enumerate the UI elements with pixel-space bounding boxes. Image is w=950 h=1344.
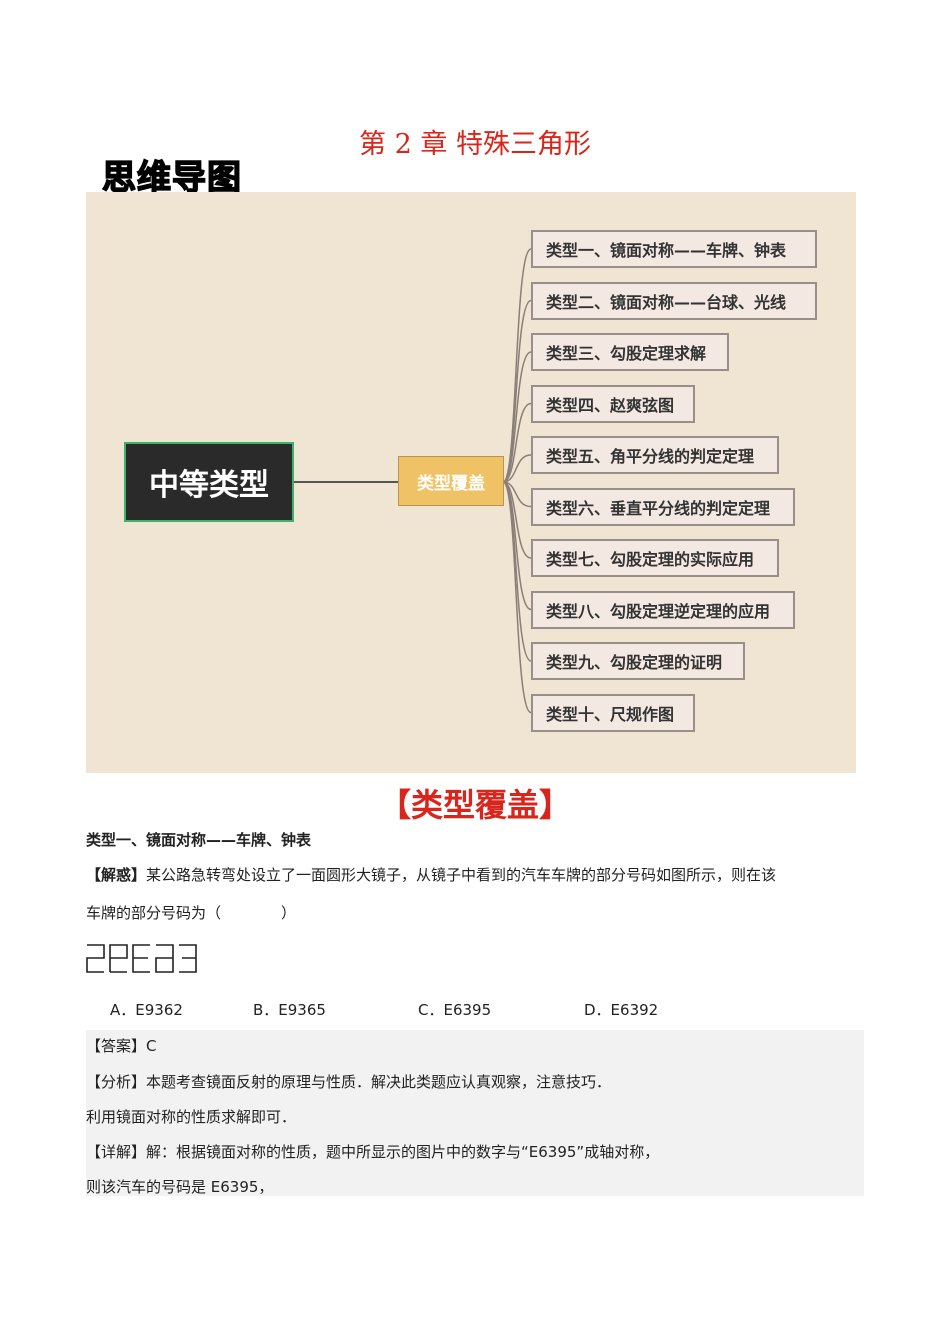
leaf-node: 类型五、角平分线的判定定理	[531, 436, 779, 474]
leaf-node: 类型八、勾股定理逆定理的应用	[531, 590, 795, 629]
answer-box: 【答案】C 【分析】本题考查镜面反射的原理与性质．解决此类题应认真观察，注意技巧…	[86, 1030, 864, 1196]
question-text: 【解惑】某公路急转弯处设立了一面圆形大镜子，从镜子中看到的汽车车牌的部分号码如图…	[86, 864, 776, 885]
leaf-node: 类型三、勾股定理求解	[531, 333, 729, 371]
analysis-line-2: 利用镜面对称的性质求解即可．	[86, 1108, 297, 1126]
mindmap-label: 思维导图	[101, 157, 242, 199]
detail-line: 【详解】解：根据镜面对称的性质，题中所显示的图片中的数字与“E6395”成轴对称…	[86, 1143, 660, 1161]
section-title: 【类型覆盖】	[378, 786, 571, 824]
leaf-node: 类型二、镜面对称——台球、光线	[531, 281, 817, 320]
answer-line: 【答案】C	[86, 1037, 157, 1055]
type1-heading: 类型一、镜面对称——车牌、钟表	[86, 831, 312, 849]
connector-line	[502, 481, 532, 714]
leaf-node: 类型四、赵爽弦图	[531, 384, 695, 423]
mirrored-plate-image	[86, 944, 197, 973]
mindmap-connectors	[292, 248, 532, 714]
analysis-line: 【分析】本题考查镜面反射的原理与性质．解决此类题应认真观察，注意技巧．	[86, 1073, 612, 1091]
branch-node: 类型覆盖	[398, 456, 504, 506]
question-text-2: 车牌的部分号码为（ ）	[86, 904, 297, 922]
connector-line	[502, 402, 532, 483]
connector-line	[502, 481, 532, 662]
mindmap: 中等类型 类型覆盖 类型一、镜面对称——车牌、钟表类型二、镜面对称——台球、光线…	[86, 192, 856, 773]
chapter-title: 第 2 章 特殊三角形	[359, 129, 591, 160]
leaf-node: 类型九、勾股定理的证明	[531, 642, 745, 680]
connector-line	[502, 248, 532, 483]
leaf-node: 类型六、垂直平分线的判定定理	[531, 487, 795, 526]
option-b: B．E9365	[253, 1001, 326, 1019]
leaf-node: 类型一、镜面对称——车牌、钟表	[531, 230, 817, 268]
detail-line-2: 则该汽车的号码是 E6395，	[86, 1178, 274, 1196]
option-d: D．E6392	[584, 1001, 659, 1019]
connector-line	[502, 454, 532, 483]
connector-line	[502, 351, 532, 483]
root-node: 中等类型	[124, 442, 294, 522]
question-body: 某公路急转弯处设立了一面圆形大镜子，从镜子中看到的汽车车牌的部分号码如图所示，则…	[146, 866, 777, 884]
question-tag: 【解惑】	[86, 866, 147, 884]
option-a: A．E9362	[110, 1001, 183, 1019]
leaf-node: 类型十、尺规作图	[531, 693, 695, 732]
connector-line	[502, 299, 532, 483]
leaf-node: 类型七、勾股定理的实际应用	[531, 539, 779, 577]
option-c: C．E6395	[418, 1001, 492, 1019]
